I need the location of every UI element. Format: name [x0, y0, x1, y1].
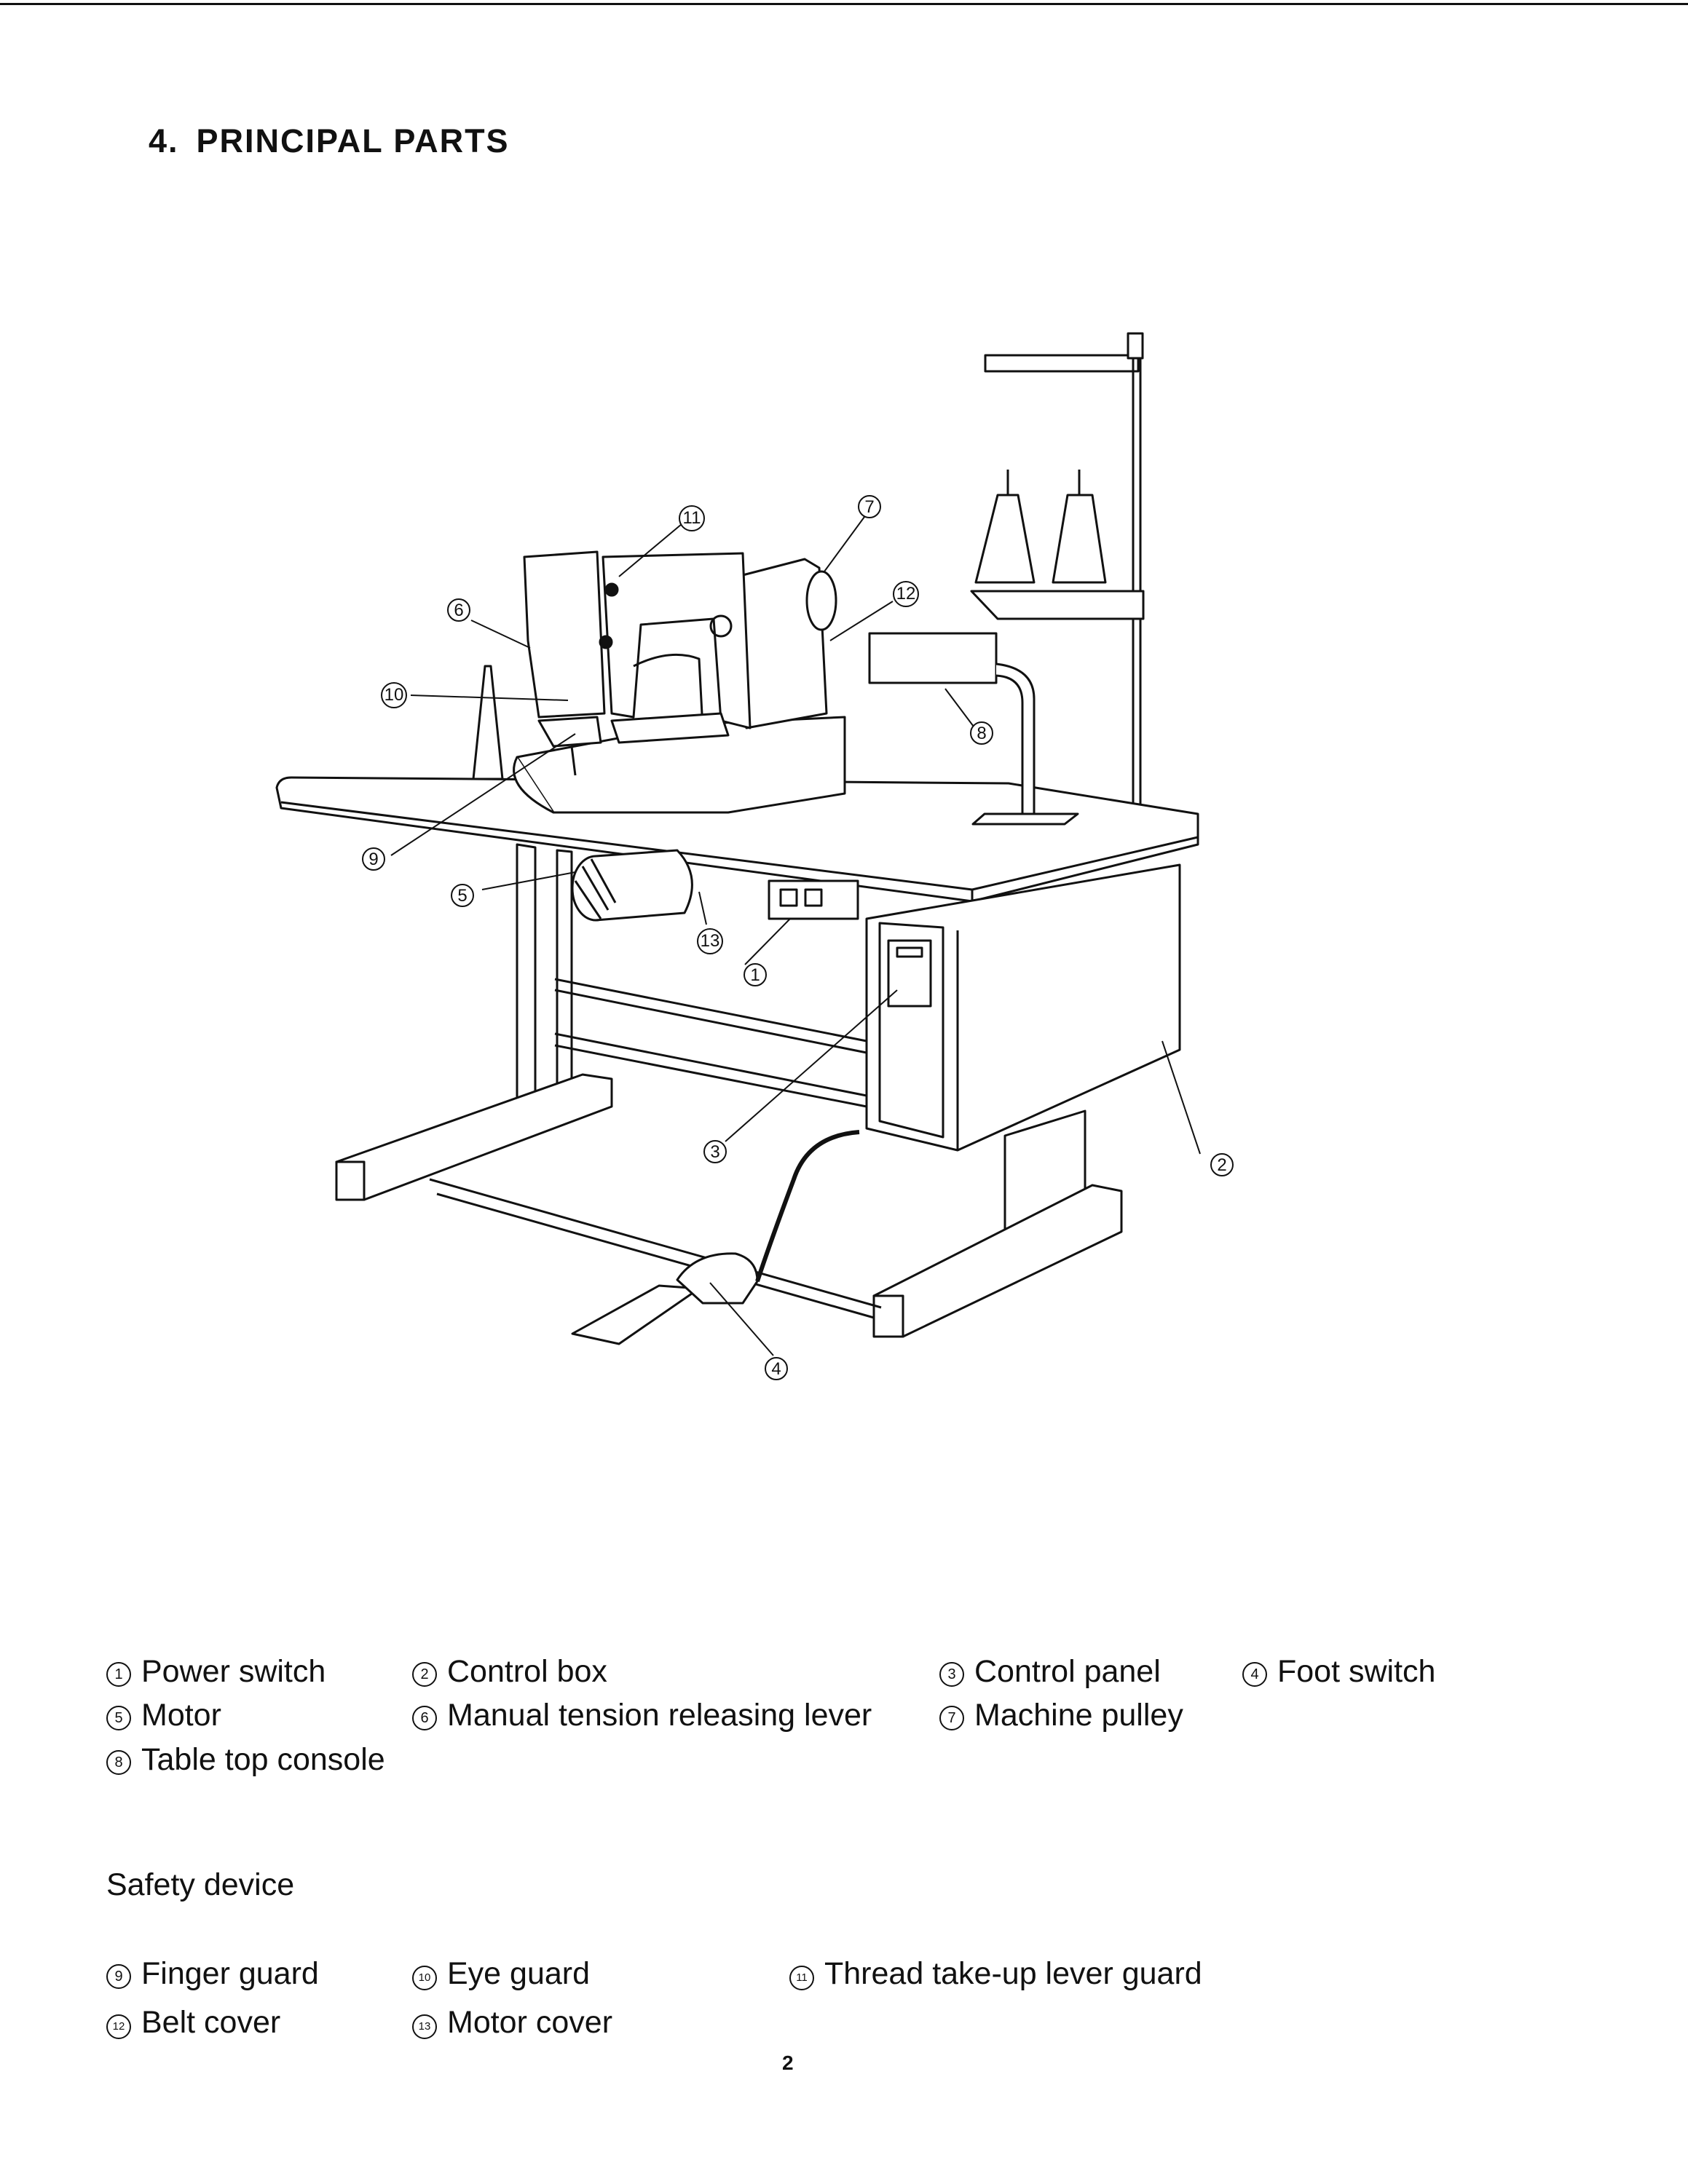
- part-number-badge: 8: [106, 1750, 131, 1775]
- part-finger-guard: 9 Finger guard: [106, 1958, 319, 1990]
- part-table-top-console: 8 Table top console: [106, 1744, 385, 1776]
- part-label: Motor cover: [447, 2005, 613, 2040]
- section-title: PRINCIPAL PARTS: [196, 122, 510, 159]
- part-label: Control box: [447, 1654, 607, 1689]
- part-label: Foot switch: [1277, 1654, 1436, 1689]
- svg-text:10: 10: [384, 685, 404, 705]
- part-label: Power switch: [141, 1654, 326, 1689]
- part-power-switch: 1 Power switch: [106, 1656, 326, 1688]
- part-number-badge: 6: [412, 1706, 437, 1730]
- part-number-badge: 12: [106, 2014, 131, 2039]
- part-number-badge: 7: [939, 1706, 964, 1730]
- svg-text:8: 8: [977, 724, 986, 743]
- part-motor: 5 Motor: [106, 1700, 221, 1731]
- top-rule: [0, 3, 1688, 5]
- part-manual-tension-releasing-lever: 6 Manual tension releasing lever: [412, 1700, 872, 1731]
- table-stand: [335, 843, 1123, 1338]
- part-number-badge: 9: [106, 1964, 131, 1989]
- part-number-badge: 1: [106, 1662, 131, 1687]
- part-number-badge: 2: [412, 1662, 437, 1687]
- svg-text:12: 12: [896, 584, 916, 604]
- part-number-badge: 13: [412, 2014, 437, 2039]
- table-top-console: [868, 632, 1079, 826]
- part-number-badge: 3: [939, 1662, 964, 1687]
- svg-text:3: 3: [710, 1142, 719, 1162]
- svg-text:1: 1: [750, 965, 760, 985]
- part-control-panel: 3 Control panel: [939, 1656, 1161, 1688]
- part-number-badge: 11: [789, 1966, 814, 1990]
- part-label: Manual tension releasing lever: [447, 1698, 872, 1733]
- part-label: Belt cover: [141, 2005, 281, 2040]
- part-label: Finger guard: [141, 1956, 319, 1991]
- part-label: Motor: [141, 1698, 221, 1733]
- page-title: 4. PRINCIPAL PARTS: [149, 122, 510, 160]
- foot-switch: [571, 1130, 860, 1345]
- sewing-machine-diagram: 1 2 3 4 5 6 7 8 9 10 11 12 13: [275, 332, 1234, 1380]
- part-number-badge: 10: [412, 1966, 437, 1990]
- page-number: 2: [782, 2052, 794, 2074]
- part-control-box: 2 Control box: [412, 1656, 607, 1688]
- svg-text:6: 6: [454, 601, 463, 620]
- part-belt-cover: 12 Belt cover: [106, 2007, 280, 2039]
- part-label: Thread take-up lever guard: [824, 1956, 1202, 1991]
- svg-text:2: 2: [1217, 1155, 1226, 1175]
- power-switch: [768, 879, 859, 920]
- svg-text:13: 13: [701, 931, 720, 951]
- part-label: Control panel: [974, 1654, 1161, 1689]
- safety-heading: Safety device: [106, 1867, 295, 1902]
- part-label: Eye guard: [447, 1956, 591, 1991]
- part-number-badge: 4: [1242, 1662, 1267, 1687]
- part-label: Machine pulley: [974, 1698, 1183, 1733]
- section-number: 4.: [149, 122, 179, 159]
- table-top: [275, 776, 1199, 903]
- part-number-badge: 5: [106, 1706, 131, 1730]
- svg-text:9: 9: [368, 850, 378, 869]
- sewing-machine-head: [472, 550, 846, 814]
- part-motor-cover: 13 Motor cover: [412, 2007, 612, 2039]
- svg-text:7: 7: [864, 497, 874, 517]
- part-eye-guard: 10 Eye guard: [412, 1958, 590, 1990]
- part-foot-switch: 4 Foot switch: [1242, 1656, 1435, 1688]
- thread-stand: [970, 332, 1149, 830]
- motor: [571, 849, 693, 922]
- control-box: [865, 863, 1181, 1152]
- svg-text:11: 11: [683, 508, 701, 528]
- svg-text:4: 4: [771, 1359, 781, 1379]
- part-thread-take-up-lever-guard: 11 Thread take-up lever guard: [789, 1958, 1202, 1990]
- svg-text:5: 5: [457, 886, 467, 906]
- part-machine-pulley: 7 Machine pulley: [939, 1700, 1183, 1731]
- part-label: Table top console: [141, 1742, 385, 1777]
